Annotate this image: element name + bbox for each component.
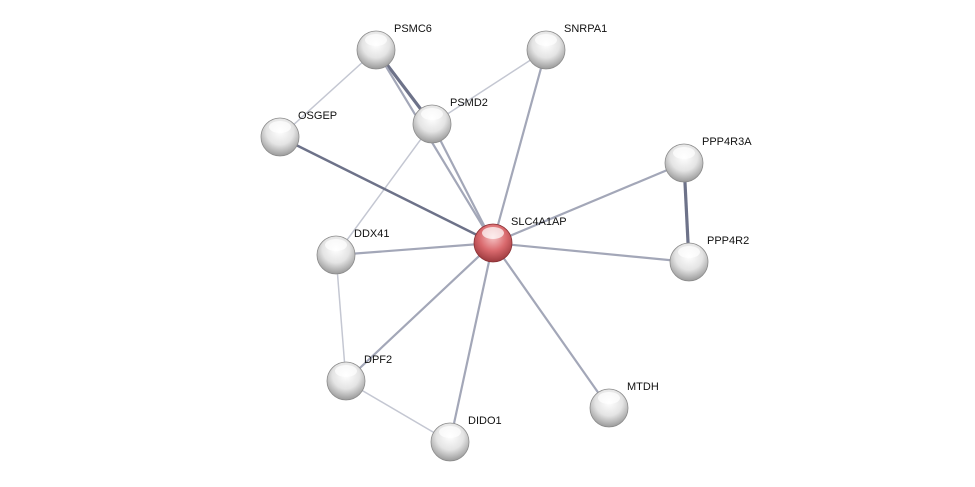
node-ppp4r2[interactable]: PPP4R2 [669,235,749,282]
node-label: PPP4R3A [702,136,752,148]
node-highlight [678,246,700,258]
edge-mtdh-slc4a1ap[interactable] [492,242,610,409]
edge-psmd2-slc4a1ap[interactable] [431,123,494,244]
edge-snrpa1-slc4a1ap[interactable] [491,49,548,244]
edge-ppp4r2-slc4a1ap[interactable] [492,241,690,264]
node-label: DIDO1 [468,415,502,427]
edge-dpf2-slc4a1ap[interactable] [345,242,494,382]
node-label: MTDH [627,381,659,393]
node-highlight [598,392,620,404]
edge-ppp4r3a-slc4a1ap[interactable] [492,161,685,245]
node-ppp4r3a[interactable]: PPP4R3A [664,136,752,183]
node-highlight [535,34,557,46]
node-highlight [673,147,695,159]
edge-ddx41-slc4a1ap[interactable] [335,241,494,257]
node-highlight [325,239,347,251]
node-slc4a1ap[interactable]: SLC4A1AP [473,216,567,263]
node-label: OSGEP [298,110,337,122]
node-highlight [365,34,387,46]
edge-ddx41-dpf2[interactable] [335,254,347,382]
node-highlight [335,365,357,377]
node-label: DDX41 [354,228,389,240]
node-osgep[interactable]: OSGEP [260,110,337,157]
edge-psmc6-slc4a1ap[interactable] [375,49,494,244]
node-psmd2[interactable]: PSMD2 [412,97,488,144]
edge-dpf2-dido1[interactable] [345,380,451,443]
edge-osgep-slc4a1ap[interactable] [279,135,494,245]
node-ddx41[interactable]: DDX41 [316,228,389,275]
node-snrpa1[interactable]: SNRPA1 [526,23,607,70]
node-dpf2[interactable]: DPF2 [326,354,392,401]
node-highlight [439,426,461,438]
edge-dido1-slc4a1ap[interactable] [448,242,495,443]
node-highlight [482,227,504,239]
node-label: SNRPA1 [564,23,607,35]
node-label: DPF2 [364,354,392,366]
edge-snrpa1-psmd2[interactable] [431,49,547,125]
node-label: PSMC6 [394,23,432,35]
node-highlight [269,121,291,133]
edge-psmc6-osgep[interactable] [279,49,377,138]
node-label: PPP4R2 [707,235,749,247]
node-psmc6[interactable]: PSMC6 [356,23,432,70]
node-label: PSMD2 [450,97,488,109]
node-mtdh[interactable]: MTDH [589,381,659,428]
node-label: SLC4A1AP [511,216,567,228]
node-dido1[interactable]: DIDO1 [430,415,502,462]
node-highlight [421,108,443,120]
